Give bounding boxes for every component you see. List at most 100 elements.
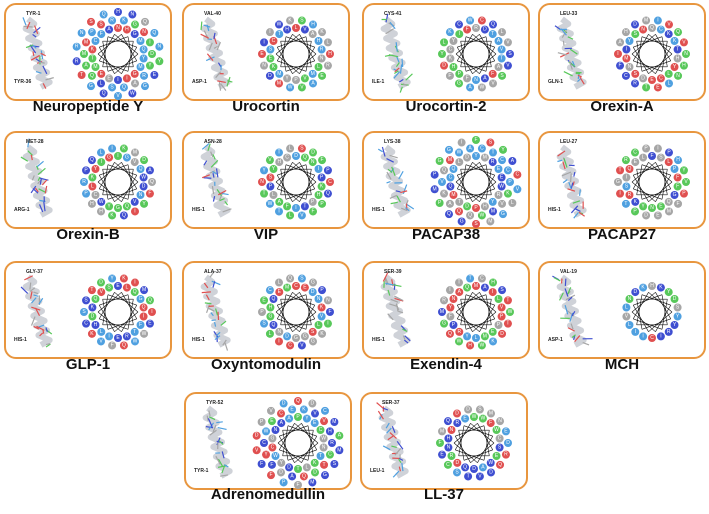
residue-circle bbox=[508, 199, 517, 207]
wheel-connector bbox=[102, 299, 109, 330]
side-chain-stick bbox=[399, 457, 404, 461]
residue-letter: H bbox=[317, 192, 321, 198]
side-chain-stick bbox=[553, 277, 561, 282]
side-chain-stick bbox=[389, 432, 397, 439]
residue-circle bbox=[631, 69, 640, 78]
side-chain-stick bbox=[562, 161, 566, 170]
wheel-connector bbox=[98, 47, 115, 74]
residue-letter: I bbox=[657, 146, 658, 152]
residue-circle bbox=[323, 296, 332, 305]
side-chain-stick bbox=[563, 158, 568, 168]
wheel-connector bbox=[114, 162, 139, 183]
residue-letter: H bbox=[676, 56, 680, 62]
peptide-name: Orexin-A bbox=[590, 98, 654, 115]
wheel-connector bbox=[278, 436, 295, 463]
residue-letter: F bbox=[321, 157, 324, 163]
residue-letter: F bbox=[677, 201, 680, 207]
residue-circle bbox=[653, 83, 662, 92]
residue-letter: P bbox=[260, 419, 264, 425]
wheel-connector bbox=[655, 305, 672, 332]
residue-letter: G bbox=[89, 83, 93, 89]
residue-circle bbox=[319, 443, 328, 452]
residue-circle bbox=[488, 158, 497, 167]
residue-circle bbox=[97, 197, 106, 206]
residue-letter: T bbox=[624, 201, 627, 207]
residue-circle bbox=[277, 468, 285, 477]
side-chain-stick bbox=[30, 316, 36, 326]
residue-circle bbox=[616, 61, 625, 70]
residue-letter: T bbox=[323, 462, 326, 468]
residue-circle bbox=[326, 50, 334, 58]
residue-letter: D bbox=[282, 401, 286, 407]
residue-letter: Q bbox=[143, 19, 147, 25]
residue-letter: M bbox=[310, 479, 314, 485]
wheel-connector bbox=[97, 181, 122, 202]
residue-circle bbox=[625, 63, 634, 71]
side-chain-stick bbox=[561, 171, 572, 177]
residue-circle bbox=[446, 303, 455, 312]
residue-letter: K bbox=[320, 184, 324, 190]
wheel-connector bbox=[472, 292, 497, 313]
residue-letter: Y bbox=[449, 304, 453, 310]
residue-circle bbox=[114, 334, 122, 342]
side-chain-stick bbox=[215, 71, 222, 79]
residue-letter: C bbox=[500, 157, 504, 163]
residue-circle bbox=[317, 312, 326, 321]
residue-letter: E bbox=[634, 159, 638, 165]
residue-circle bbox=[140, 82, 149, 91]
residue-circle bbox=[648, 76, 656, 84]
wheel-connector bbox=[470, 423, 495, 444]
wheel-connector bbox=[472, 162, 497, 183]
side-chain-stick bbox=[567, 287, 572, 295]
helix-structure bbox=[552, 274, 593, 348]
wheel-connector bbox=[97, 311, 122, 332]
residue-letter: D bbox=[313, 469, 317, 475]
residue-circle bbox=[260, 189, 269, 198]
residue-circle bbox=[82, 38, 91, 47]
residue-letter: M bbox=[93, 64, 97, 70]
residue-letter: D bbox=[489, 469, 493, 475]
residue-circle bbox=[496, 417, 505, 426]
residue-circle bbox=[105, 25, 114, 34]
residue-circle bbox=[664, 197, 673, 206]
residue-letter: Q bbox=[272, 296, 276, 302]
peptide-name: MCH bbox=[604, 356, 640, 373]
wheel-connector bbox=[305, 299, 312, 330]
side-chain-stick bbox=[30, 54, 40, 61]
residue-letter: C bbox=[323, 408, 327, 414]
wheel-connector bbox=[305, 36, 312, 67]
residue-circle bbox=[136, 191, 145, 199]
wheel-connector bbox=[641, 318, 671, 330]
residue-circle bbox=[148, 308, 156, 316]
side-chain-stick bbox=[216, 189, 222, 196]
residue-circle bbox=[489, 79, 497, 88]
residue-circle bbox=[145, 38, 154, 47]
side-chain-stick bbox=[36, 325, 45, 331]
residue-letter: M bbox=[433, 186, 437, 192]
wheel-connector bbox=[456, 305, 473, 332]
residue-circle bbox=[77, 71, 86, 79]
side-chain-stick bbox=[376, 402, 384, 409]
residue-circle bbox=[145, 61, 154, 70]
residue-circle bbox=[486, 419, 495, 428]
wheel-connector bbox=[97, 162, 122, 183]
residue-circle bbox=[266, 45, 275, 54]
residue-circle bbox=[455, 158, 464, 167]
residue-letter: W bbox=[468, 18, 473, 24]
residue-letter: I bbox=[134, 208, 135, 214]
residue-letter: V bbox=[100, 289, 104, 295]
residue-circle bbox=[472, 334, 480, 342]
residue-circle bbox=[480, 283, 489, 292]
residue-circle bbox=[97, 30, 106, 39]
residue-letter: Q bbox=[150, 179, 154, 185]
residue-circle bbox=[130, 69, 139, 78]
residue-circle bbox=[497, 45, 506, 54]
residue-letter: I bbox=[143, 314, 144, 320]
residue-circle bbox=[131, 20, 139, 29]
side-chain-stick bbox=[573, 211, 579, 219]
wheel-connector bbox=[463, 425, 493, 437]
